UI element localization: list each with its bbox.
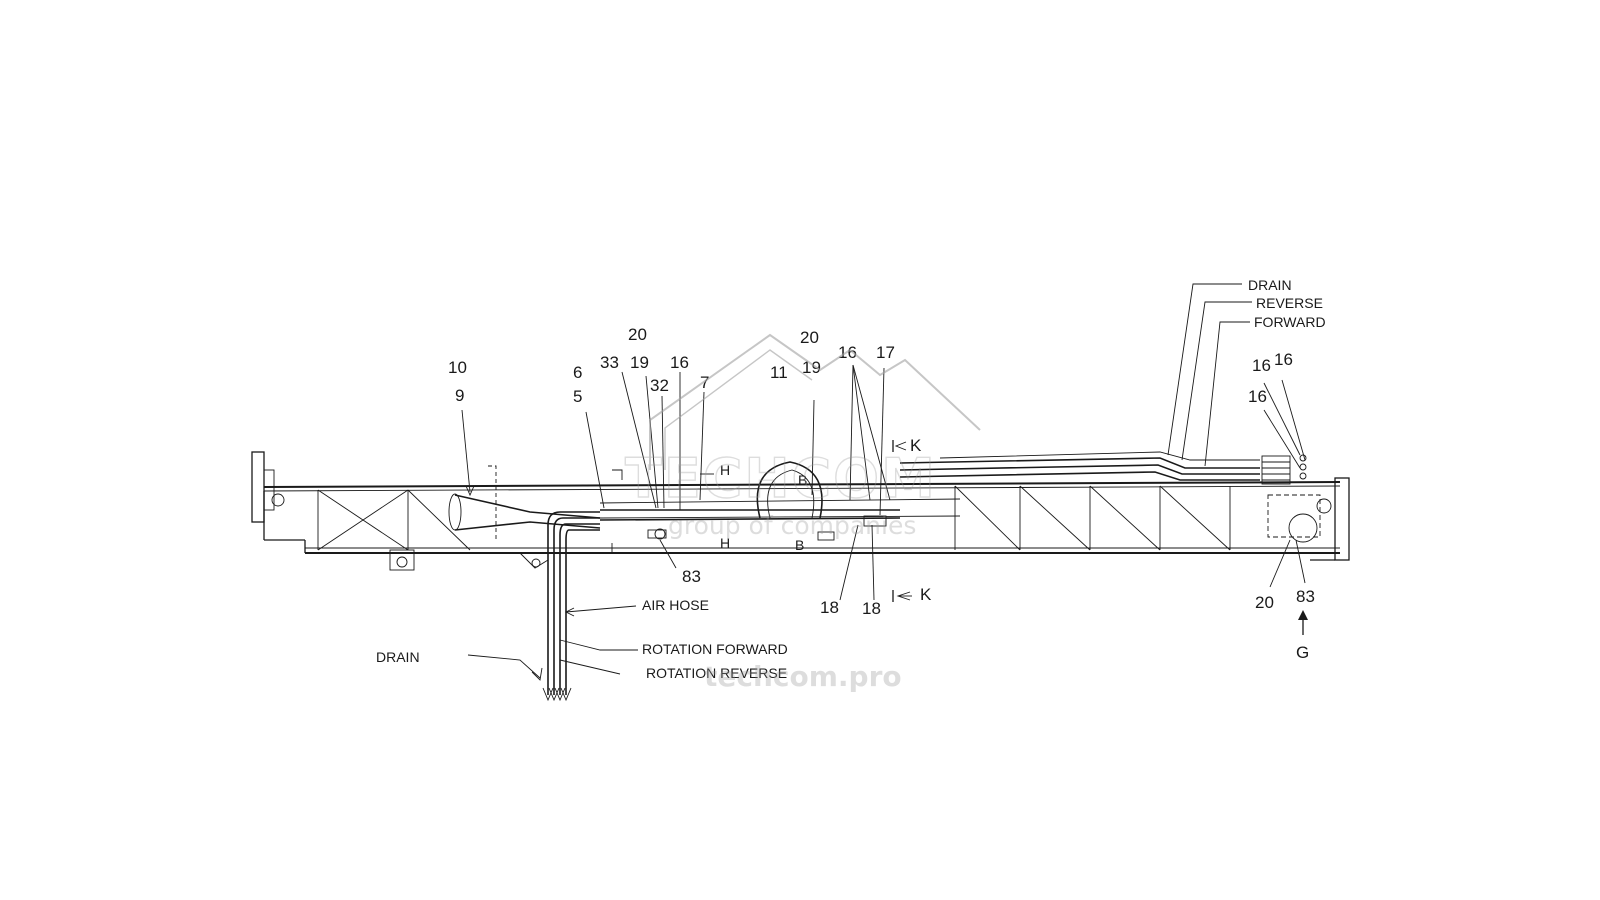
callout-16: 16 (670, 353, 689, 372)
callout-10: 10 (448, 358, 467, 377)
callout-83: 83 (682, 567, 701, 586)
caption-reverse: REVERSE (1256, 295, 1323, 311)
caption-drain-left: DRAIN (376, 649, 420, 665)
section-b-2: B (795, 537, 804, 553)
callout-20: 20 (800, 328, 819, 347)
hose-routing (448, 451, 1307, 702)
section-h-1: H (720, 462, 730, 478)
callout-32: 32 (650, 376, 669, 395)
boom-structure (251, 451, 1350, 571)
caption-rotation-reverse: ROTATION REVERSE (646, 665, 787, 681)
callout-20: 20 (1255, 593, 1274, 612)
callout-19: 19 (630, 353, 649, 372)
callout-19: 19 (802, 358, 821, 377)
caption-drain-top: DRAIN (1248, 277, 1292, 293)
section-k-bottom: K (920, 585, 932, 604)
callout-11: 11 (770, 363, 788, 382)
callout-16: 16 (1252, 356, 1271, 375)
callout-numbers: 10 9 6 5 20 33 19 16 32 7 20 11 19 16 17… (448, 325, 1315, 662)
callout-18: 18 (820, 598, 839, 617)
watermark-tagline: group of companies (668, 511, 916, 540)
caption-rotation-forward: ROTATION FORWARD (642, 641, 788, 657)
section-h-2: H (720, 535, 730, 551)
callout-5: 5 (573, 387, 582, 406)
callout-18: 18 (862, 599, 881, 618)
watermark-site: techcom.pro (704, 660, 902, 693)
callout-17: 17 (876, 343, 895, 362)
watermark-logo: TECHCOM group of companies techcom.pro (624, 333, 981, 693)
callout-16: 16 (1248, 387, 1267, 406)
watermark-brand: TECHCOM (625, 447, 937, 510)
callout-9: 9 (455, 386, 464, 405)
callout-g: G (1296, 643, 1309, 662)
callout-6: 6 (573, 363, 582, 382)
callout-33: 33 (600, 353, 619, 372)
callout-20: 20 (628, 325, 647, 344)
callout-83: 83 (1296, 587, 1315, 606)
section-b-1: B (798, 472, 807, 488)
captions: DRAIN REVERSE FORWARD AIR HOSE ROTATION … (376, 277, 1326, 681)
callout-7: 7 (700, 373, 709, 392)
caption-forward: FORWARD (1254, 314, 1326, 330)
caption-air-hose: AIR HOSE (642, 597, 709, 613)
section-k-top: K (910, 436, 922, 455)
callout-16: 16 (1274, 350, 1293, 369)
boom-lacing (317, 485, 1231, 551)
leader-lines (461, 283, 1308, 681)
